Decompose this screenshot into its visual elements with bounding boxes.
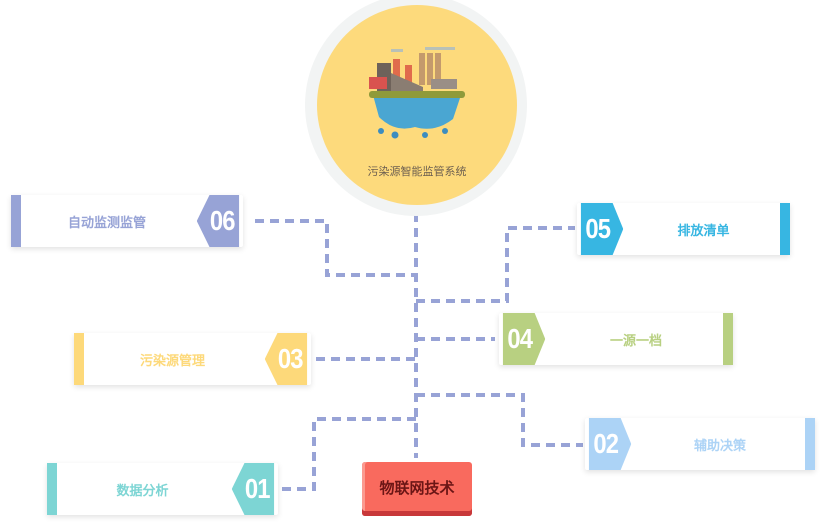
- accent-bar: [74, 333, 84, 385]
- module-number: 06: [196, 195, 240, 247]
- module-label: 数据分析: [116, 483, 169, 499]
- module-label: 自动监测监管: [67, 215, 146, 231]
- line-05: [416, 226, 575, 303]
- center-title: 污染源智能监管系统: [367, 165, 467, 178]
- module-number: 01: [231, 463, 275, 515]
- accent-bar: [47, 463, 57, 515]
- module-label: 辅助决策: [693, 438, 746, 454]
- accent-bar: [723, 313, 733, 365]
- center-node: 污染源智能监管系统: [317, 5, 517, 205]
- accent-bar: [805, 418, 815, 470]
- accent-bar: [780, 203, 790, 255]
- line-02: [416, 393, 583, 447]
- module-label: 一源一档: [609, 333, 662, 349]
- module-label: 排放清单: [677, 223, 730, 239]
- line-06: [255, 219, 416, 277]
- module-number: 04: [502, 313, 546, 365]
- iot-hub-node[interactable]: 物联网技术: [362, 462, 472, 516]
- module-card-03[interactable]: 污染源管理 03: [74, 333, 311, 385]
- line-01: [282, 417, 416, 491]
- module-card-01[interactable]: 数据分析 01: [47, 463, 278, 515]
- module-card-02[interactable]: 02 辅助决策: [585, 418, 815, 470]
- module-number: 02: [588, 418, 632, 470]
- module-card-04[interactable]: 04 一源一档: [499, 313, 733, 365]
- module-number: 05: [580, 203, 624, 255]
- module-card-06[interactable]: 自动监测监管 06: [11, 195, 243, 247]
- factory-island-illustration-icon: [369, 47, 465, 139]
- module-label: 污染源管理: [139, 353, 205, 369]
- module-card-05[interactable]: 05 排放清单: [577, 203, 790, 255]
- module-number: 03: [264, 333, 308, 385]
- accent-bar: [11, 195, 21, 247]
